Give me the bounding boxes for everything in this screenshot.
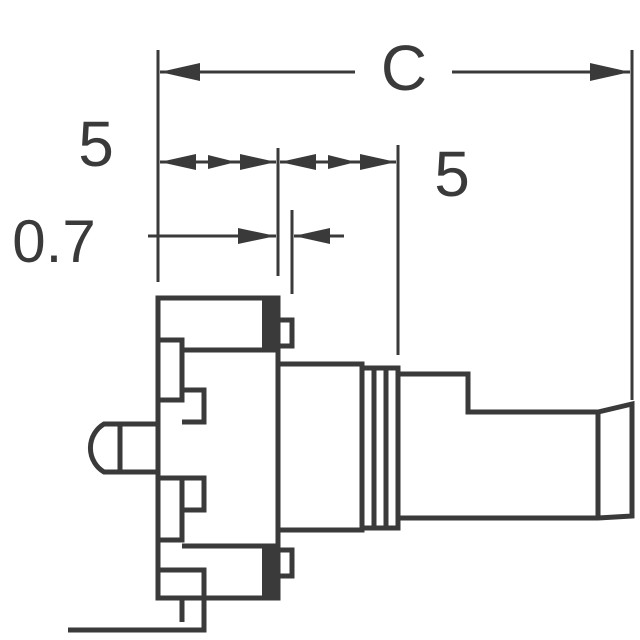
dimension-right-5: 5 <box>280 138 470 210</box>
extension-lines <box>156 50 634 400</box>
dimension-left-5-label: 5 <box>78 108 114 180</box>
left-terminal <box>87 421 156 475</box>
main-housing <box>155 295 281 601</box>
dimension-left-5: 5 <box>78 108 276 180</box>
dimension-gap: 0.7 <box>12 208 344 275</box>
dimension-c-label: C <box>381 32 427 104</box>
dimension-gap-label: 0.7 <box>12 208 95 275</box>
shaft <box>398 371 635 521</box>
dimension-c: C <box>160 32 630 104</box>
component-outline <box>68 295 635 633</box>
collar <box>359 365 401 531</box>
dimension-right-5-label: 5 <box>434 138 470 210</box>
bushing <box>275 361 365 533</box>
